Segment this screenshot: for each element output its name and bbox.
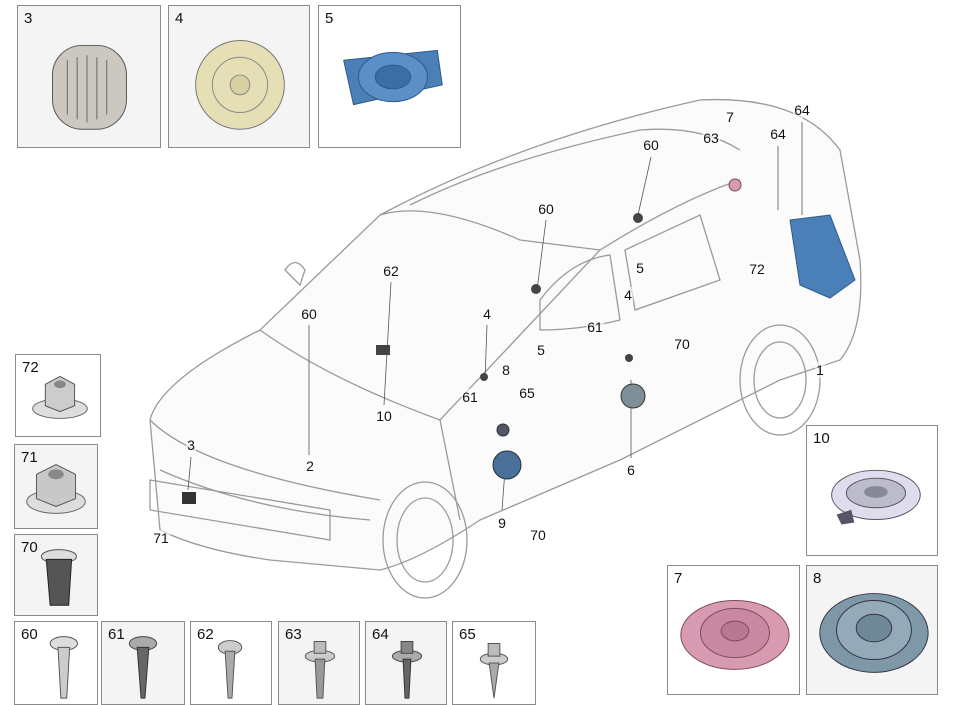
thumbnail-part-3: 3 xyxy=(17,5,161,148)
callout: 1 xyxy=(815,362,825,378)
callout: 3 xyxy=(186,437,196,453)
rear-subwoofer xyxy=(789,214,856,299)
callout: 62 xyxy=(382,263,400,279)
thumbnail-part-71: 71 xyxy=(14,444,98,529)
callout: 60 xyxy=(642,137,660,153)
part-number: 5 xyxy=(325,10,334,27)
thumbnail-part-62: 62 xyxy=(190,621,272,705)
part-number: 10 xyxy=(813,430,830,447)
callout: 2 xyxy=(305,458,315,474)
part-number: 7 xyxy=(674,570,683,587)
callout: 7 xyxy=(725,109,735,125)
callout: 63 xyxy=(702,130,720,146)
callout: 65 xyxy=(518,385,536,401)
callout: 60 xyxy=(537,201,555,217)
callout: 5 xyxy=(635,260,645,276)
callout: 60 xyxy=(300,306,318,322)
thumbnail-part-61: 61 xyxy=(101,621,185,705)
callout: 70 xyxy=(673,336,691,352)
callout: 64 xyxy=(769,126,787,142)
thumbnail-part-5: 5 xyxy=(318,5,461,148)
thumbnail-part-8: 8 xyxy=(806,565,938,695)
part-number: 70 xyxy=(21,539,38,556)
thumbnail-part-64: 64 xyxy=(365,621,447,705)
callout: 8 xyxy=(501,362,511,378)
thumbnail-part-60: 60 xyxy=(14,621,98,705)
callout: 5 xyxy=(536,342,546,358)
part-number: 71 xyxy=(21,449,38,466)
part-number: 4 xyxy=(175,10,184,27)
part-number: 64 xyxy=(372,626,389,643)
part-number: 3 xyxy=(24,10,33,27)
part-number: 72 xyxy=(22,359,39,376)
callout: 71 xyxy=(152,530,170,546)
thumbnail-part-65: 65 xyxy=(452,621,536,705)
thumbnail-part-63: 63 xyxy=(278,621,360,705)
callout: 6 xyxy=(626,462,636,478)
thumbnail-part-10: 10 xyxy=(806,425,938,556)
callout: 61 xyxy=(586,319,604,335)
thumbnail-part-72: 72 xyxy=(15,354,101,437)
part-number: 65 xyxy=(459,626,476,643)
callout: 64 xyxy=(793,102,811,118)
callout: 9 xyxy=(497,515,507,531)
callout: 61 xyxy=(461,389,479,405)
callout: 70 xyxy=(529,527,547,543)
thumbnail-part-7: 7 xyxy=(667,565,800,695)
part-number: 62 xyxy=(197,626,214,643)
thumbnail-part-4: 4 xyxy=(168,5,310,148)
part-number: 61 xyxy=(108,626,125,643)
callout: 72 xyxy=(748,261,766,277)
callout: 4 xyxy=(482,306,492,322)
thumbnail-part-70: 70 xyxy=(14,534,98,616)
part-number: 63 xyxy=(285,626,302,643)
callout: 10 xyxy=(375,408,393,424)
callout: 4 xyxy=(623,287,633,303)
part-number: 60 xyxy=(21,626,38,643)
part-number: 8 xyxy=(813,570,822,587)
